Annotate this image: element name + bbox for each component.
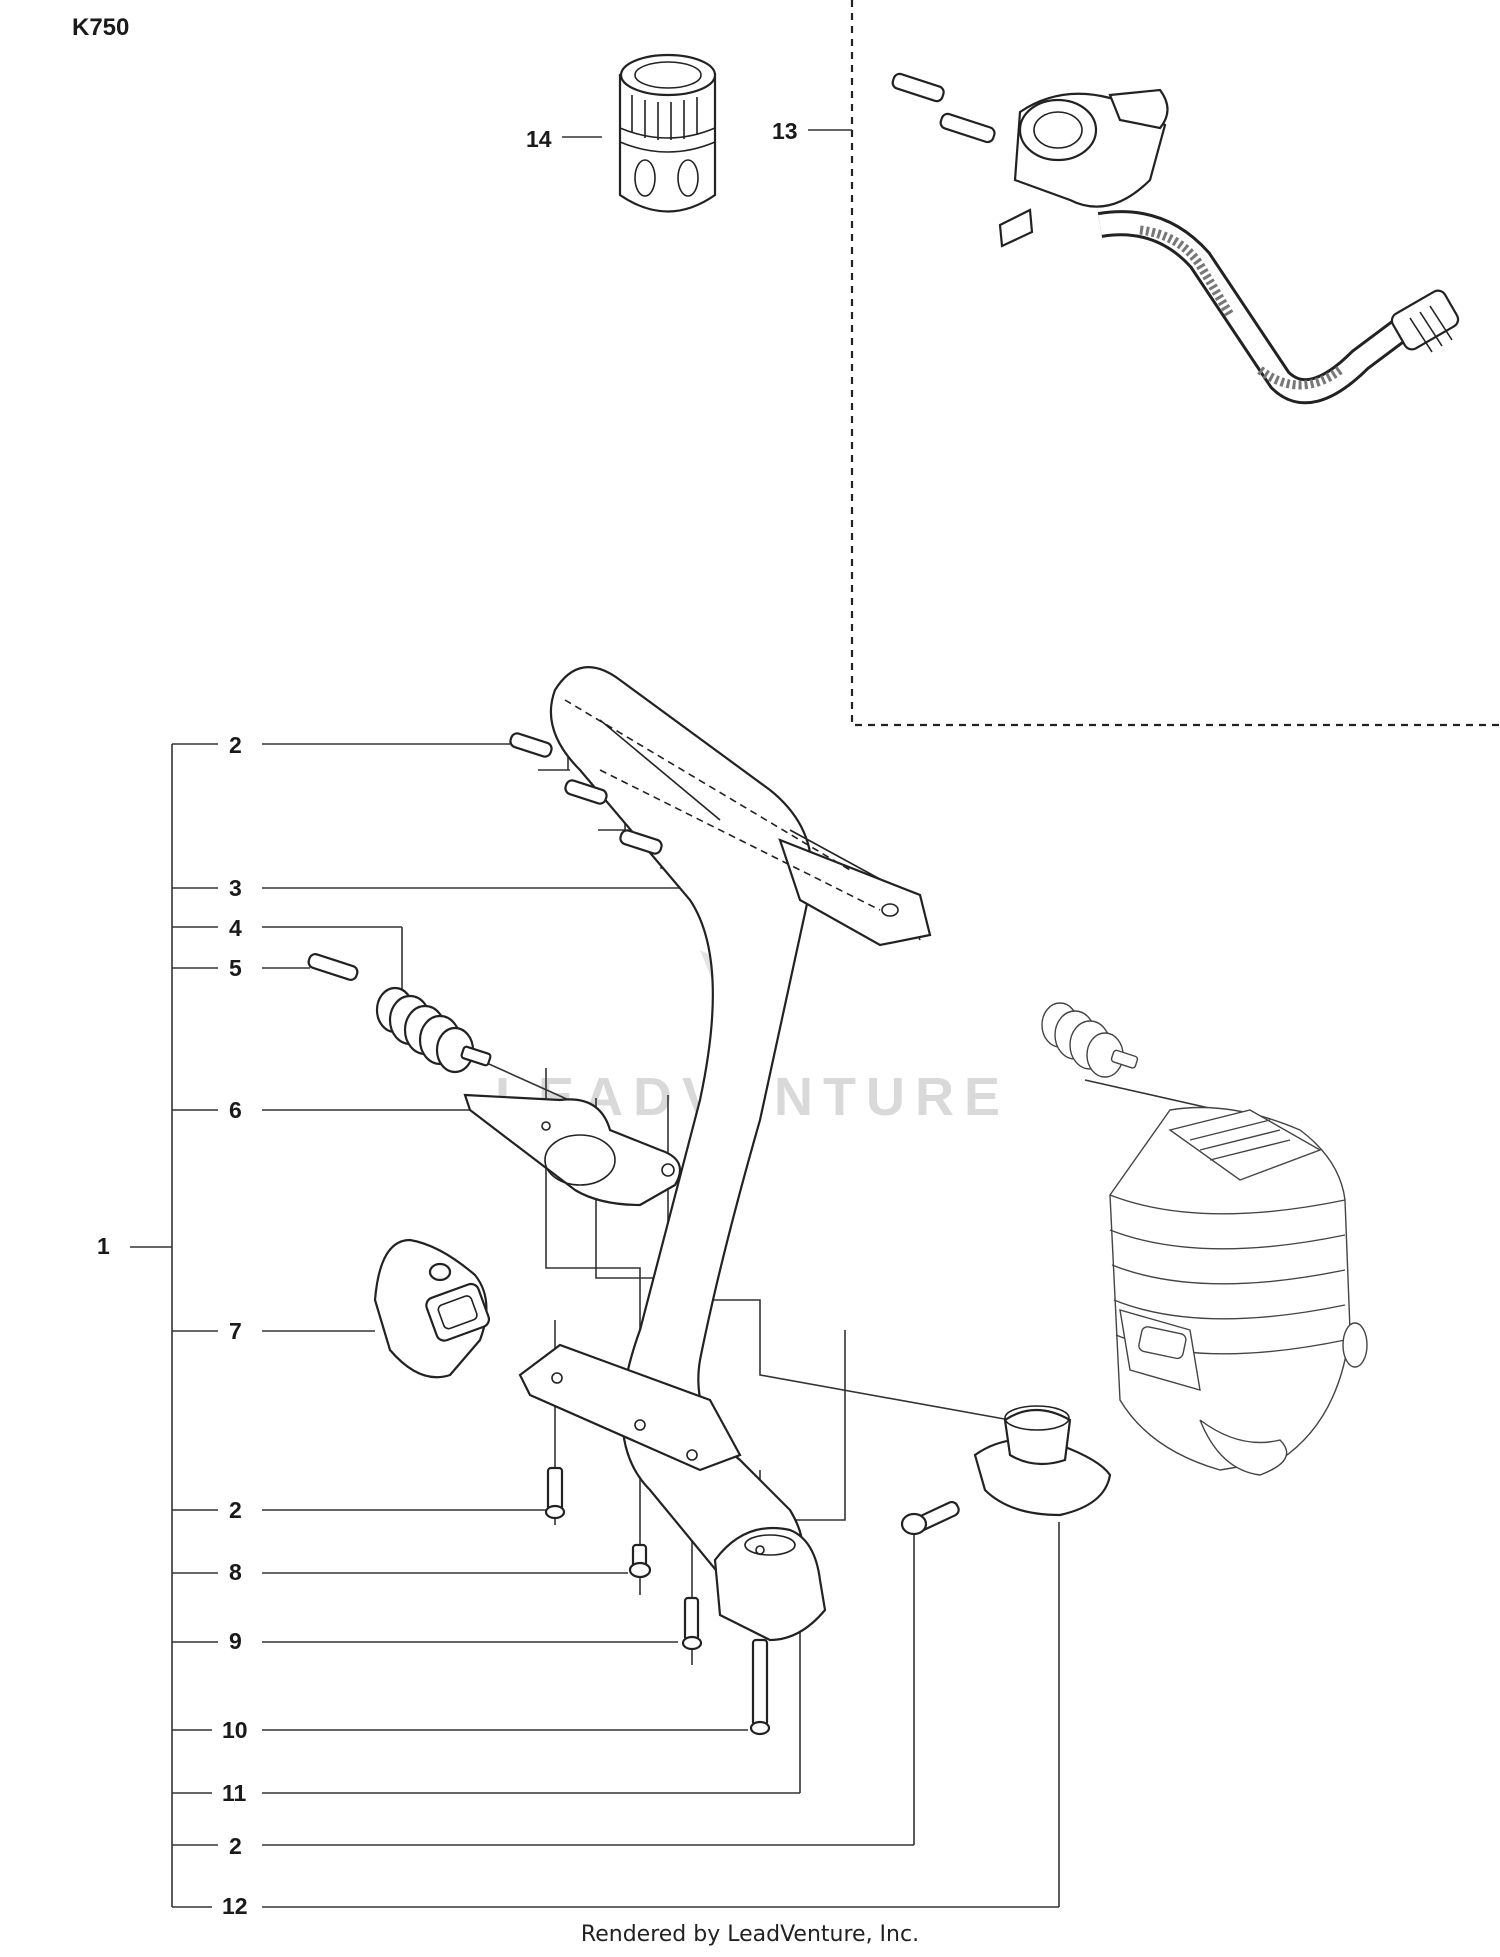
callout-1[interactable]: 1 bbox=[97, 1233, 110, 1259]
callout-3[interactable]: 3 bbox=[229, 875, 242, 901]
callout-11[interactable]: 11 bbox=[222, 1780, 247, 1806]
callout-6[interactable]: 6 bbox=[229, 1097, 242, 1123]
callout-13[interactable]: 13 bbox=[772, 118, 798, 144]
callout-2-top[interactable]: 2 bbox=[229, 732, 242, 758]
part-11-rubber-foot[interactable] bbox=[713, 1526, 827, 1642]
callout-9[interactable]: 9 bbox=[229, 1628, 242, 1654]
model-label: K750 bbox=[72, 14, 130, 41]
callout-14[interactable]: 14 bbox=[526, 126, 552, 152]
part-2-screws-upper[interactable] bbox=[509, 732, 663, 855]
part-10-bolt[interactable] bbox=[749, 1638, 771, 1736]
part-2-bolt-lower[interactable] bbox=[544, 1466, 566, 1520]
callout-8[interactable]: 8 bbox=[229, 1559, 242, 1585]
leader-lines bbox=[130, 129, 1241, 1908]
callout-12[interactable]: 12 bbox=[222, 1893, 248, 1919]
part-lower-plate[interactable] bbox=[518, 1343, 742, 1472]
part-7-rubber-buffer[interactable] bbox=[373, 1238, 491, 1379]
part-5-screw[interactable] bbox=[307, 953, 359, 982]
callout-2-bottom[interactable]: 2 bbox=[229, 1833, 242, 1859]
part-8-bolt[interactable] bbox=[628, 1543, 652, 1579]
dashed-inset-border bbox=[850, 0, 1500, 727]
part-14-coupling[interactable] bbox=[618, 53, 717, 213]
engine-spring bbox=[1041, 1002, 1139, 1078]
part-12-cup[interactable] bbox=[973, 1405, 1112, 1517]
part-2-screw-right[interactable] bbox=[900, 1500, 961, 1536]
callout-7[interactable]: 7 bbox=[229, 1318, 242, 1344]
part-6-upper-bracket[interactable] bbox=[463, 1093, 682, 1207]
engine-cylinder bbox=[1109, 1106, 1368, 1476]
callout-2-mid[interactable]: 2 bbox=[229, 1497, 242, 1523]
callout-10[interactable]: 10 bbox=[222, 1717, 248, 1743]
part-9-bolt[interactable] bbox=[681, 1596, 703, 1651]
callout-5[interactable]: 5 bbox=[229, 955, 242, 981]
part-4-spring[interactable] bbox=[375, 986, 492, 1074]
part-13-water-valve-hose[interactable] bbox=[891, 72, 1461, 405]
footer-credit: Rendered by LeadVenture, Inc. bbox=[580, 1922, 920, 1947]
callout-4[interactable]: 4 bbox=[229, 915, 242, 941]
